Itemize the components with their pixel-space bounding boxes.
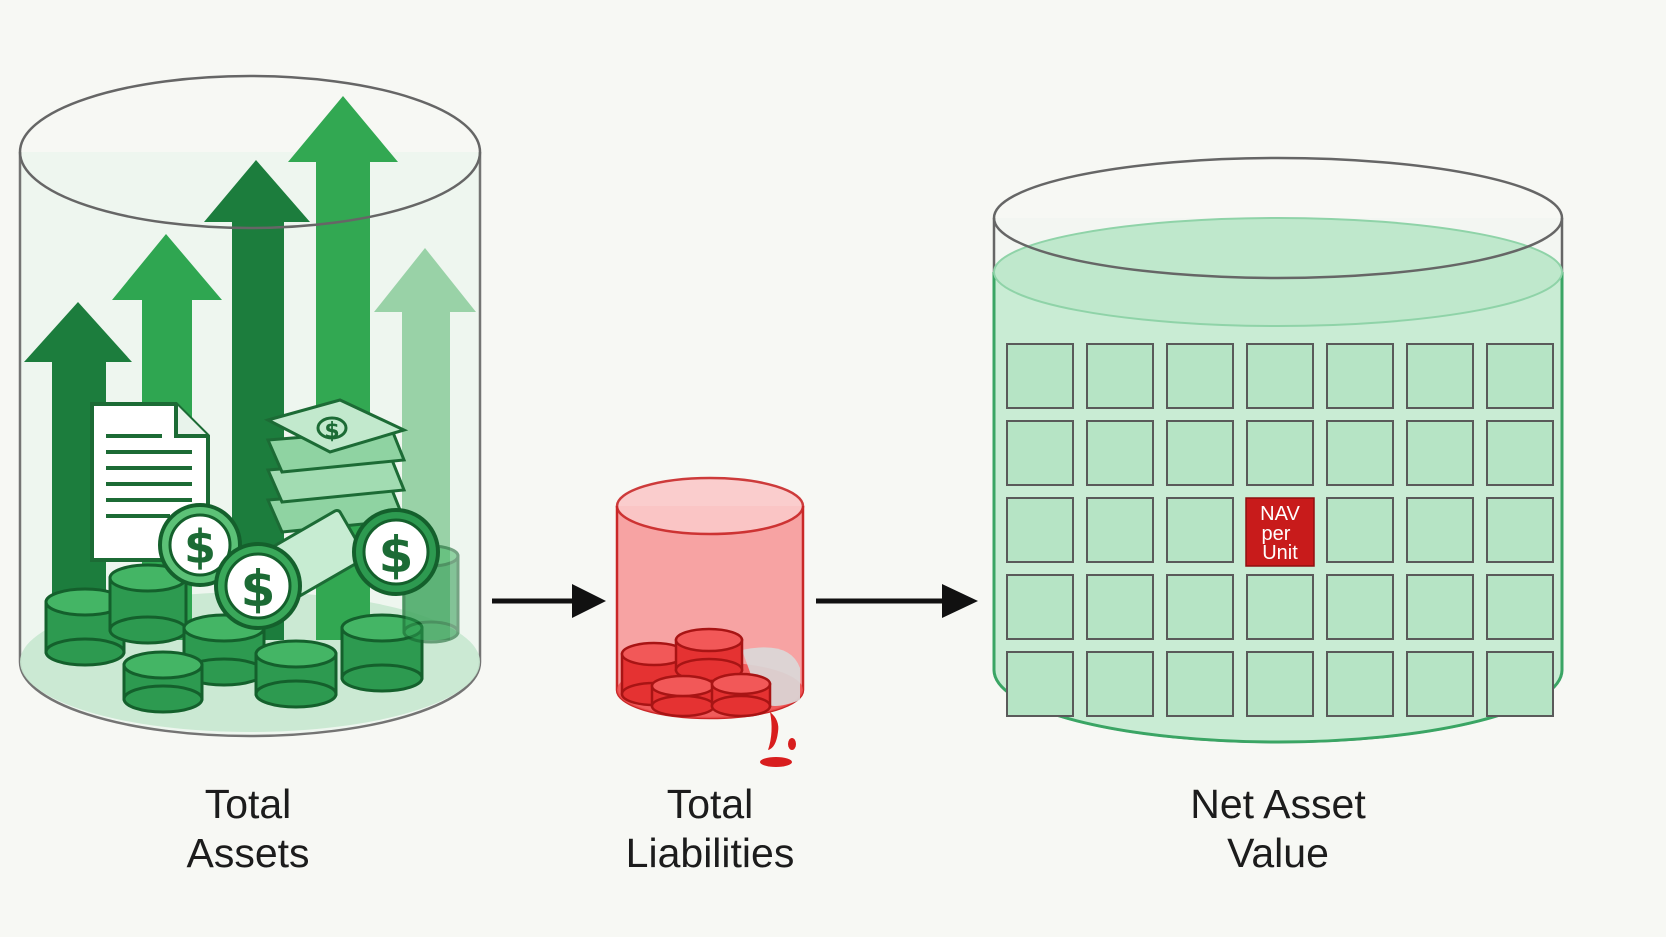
- nav-unit-cell: [1406, 343, 1474, 409]
- nav-unit-cell: [1486, 651, 1554, 717]
- nav-unit-cell: [1086, 574, 1154, 640]
- nav-unit-cell: [1326, 343, 1394, 409]
- nav-unit-cell: [1246, 420, 1314, 486]
- arrow-right-icon: [816, 584, 978, 618]
- total-assets-label: Total Assets: [88, 780, 408, 878]
- nav-unit-grid: [1006, 343, 1554, 717]
- net-asset-value-cylinder: [992, 156, 1564, 744]
- nav-unit-cell: [1086, 420, 1154, 486]
- nav-unit-cell: [1406, 420, 1474, 486]
- nav-unit-cell: [1006, 574, 1074, 640]
- nav-unit-cell: [1406, 497, 1474, 563]
- nav-label-line-1: NAV: [1260, 503, 1300, 525]
- nav-unit-cell: [1246, 343, 1314, 409]
- nav-unit-cell: [1326, 574, 1394, 640]
- net-asset-value-label: Net Asset Value: [1118, 780, 1438, 878]
- nav-unit-cell: [1486, 420, 1554, 486]
- nav-unit-cell: [1246, 651, 1314, 717]
- svg-text:$: $: [241, 560, 276, 618]
- red-drip-icon: [760, 712, 796, 767]
- caption-line: Liabilities: [625, 830, 795, 876]
- arrow-right-icon: [492, 584, 606, 618]
- nav-unit-cell: [1326, 497, 1394, 563]
- nav-unit-cell: [1166, 343, 1234, 409]
- nav-unit-cell: [1406, 574, 1474, 640]
- nav-unit-cell: [1326, 420, 1394, 486]
- caption-line: Assets: [186, 830, 310, 876]
- svg-text:$: $: [184, 520, 216, 574]
- red-coin-stack-icon: [620, 627, 772, 718]
- nav-unit-cell: [1486, 574, 1554, 640]
- nav-unit-cell: [1486, 497, 1554, 563]
- nav-unit-cell: [1006, 497, 1074, 563]
- nav-label-line-2: per: [1262, 523, 1291, 545]
- nav-unit-cell: [1006, 651, 1074, 717]
- nav-unit-cell: [1086, 651, 1154, 717]
- svg-text:$: $: [379, 526, 414, 584]
- nav-unit-cell: [1326, 651, 1394, 717]
- nav-unit-cell: [1246, 574, 1314, 640]
- nav-unit-cell: [1166, 497, 1234, 563]
- caption-line: Value: [1227, 830, 1329, 876]
- nav-unit-cell: [1166, 574, 1234, 640]
- nav-unit-cell: [1406, 651, 1474, 717]
- dollar-coin-icon: $ $ $: [158, 503, 440, 630]
- nav-unit-cell: [1006, 420, 1074, 486]
- nav-per-unit-badge: NAV per Unit: [1245, 497, 1315, 567]
- nav-unit-cell: [1086, 343, 1154, 409]
- caption-line: Net Asset: [1190, 781, 1366, 827]
- total-assets-cylinder: $: [18, 74, 482, 738]
- nav-unit-cell: [1006, 343, 1074, 409]
- caption-line: Total: [666, 781, 754, 827]
- total-liabilities-cylinder: [615, 476, 805, 767]
- nav-unit-cell: [1486, 343, 1554, 409]
- nav-unit-cell: [1166, 651, 1234, 717]
- caption-line: Total: [204, 781, 292, 827]
- total-liabilities-label: Total Liabilities: [550, 780, 870, 878]
- nav-label-line-3: Unit: [1262, 542, 1298, 564]
- svg-text:$: $: [324, 419, 339, 444]
- nav-unit-cell: [1166, 420, 1234, 486]
- nav-unit-cell: [1086, 497, 1154, 563]
